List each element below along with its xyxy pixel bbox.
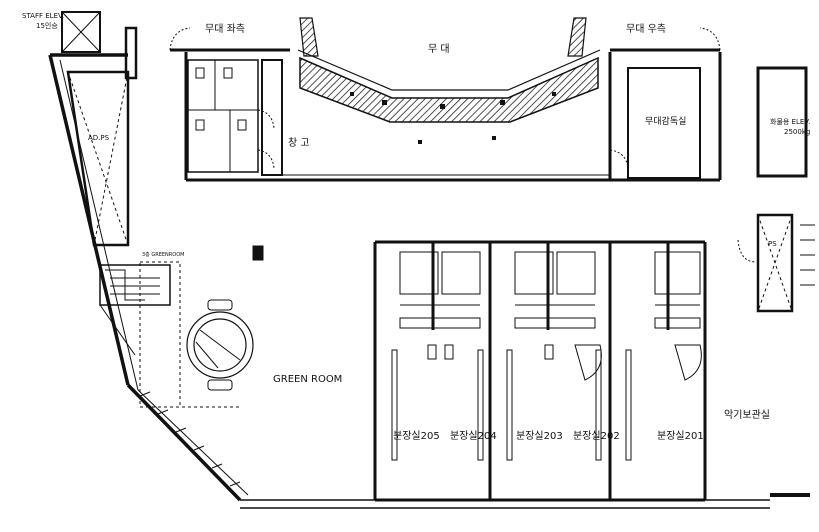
stage-director-room (627, 67, 701, 179)
piano-202 (574, 344, 602, 381)
ad-ps-shaft (66, 70, 130, 247)
piano-201 (674, 344, 702, 381)
greenroom-3f-label: 3층 GREENROOM (142, 252, 185, 258)
round-table (186, 299, 254, 391)
stage-right-label: 무대 우측 (626, 24, 666, 35)
green-room-label: GREEN ROOM (273, 374, 343, 385)
storage-room (261, 59, 283, 176)
window-ticks (139, 391, 241, 487)
dressing-tables (391, 349, 632, 461)
right-stair (800, 224, 815, 286)
ps-shaft (756, 213, 794, 313)
staff-elevator-box (61, 11, 101, 53)
staff-elev-label-2: 15인승 (36, 22, 58, 30)
ad-ps-label: AD.PS (88, 134, 110, 142)
door-stage-right (699, 27, 721, 51)
ps-label: PS (768, 240, 777, 248)
stage-platform (299, 56, 599, 123)
dressing-room-203-label: 분장실203 (516, 431, 563, 442)
greenroom-3f-outline (139, 261, 181, 408)
upper-walls (170, 48, 722, 182)
storage-label: 창 고 (288, 138, 310, 149)
freight-elevator-box (756, 66, 808, 178)
bottom-wall (240, 493, 810, 509)
stair-core (99, 264, 171, 356)
freight-elev-label-1: 화물용 ELEV. (770, 118, 811, 126)
stage-right-stair (567, 17, 587, 57)
instrument-storage-label: 악기보관실 (724, 410, 770, 421)
stage-left-stair (299, 17, 319, 57)
staff-elev-label-1: STAFF ELEV. (22, 12, 65, 20)
stage-front-edge (297, 49, 601, 91)
dressing-room-201-label: 분장실201 (657, 431, 704, 442)
freight-elev-label-2: 2500kg (784, 128, 811, 136)
stage-markers (350, 92, 556, 144)
dressing-room-204-label: 분장실204 (450, 431, 497, 442)
dressing-room-202-label: 분장실202 (573, 431, 620, 442)
dressing-room-205-label: 분장실205 (393, 431, 440, 442)
column (252, 245, 264, 261)
dressing-restrooms (399, 251, 701, 329)
restroom-block (187, 59, 275, 173)
chairs (427, 344, 554, 360)
door-ps (737, 239, 757, 263)
stage-director-room-label: 무대감독실 (645, 117, 687, 127)
stage-left-label: 무대 좌측 (205, 24, 245, 35)
stage-label: 무 대 (428, 44, 450, 55)
door-stage-left (169, 27, 191, 51)
